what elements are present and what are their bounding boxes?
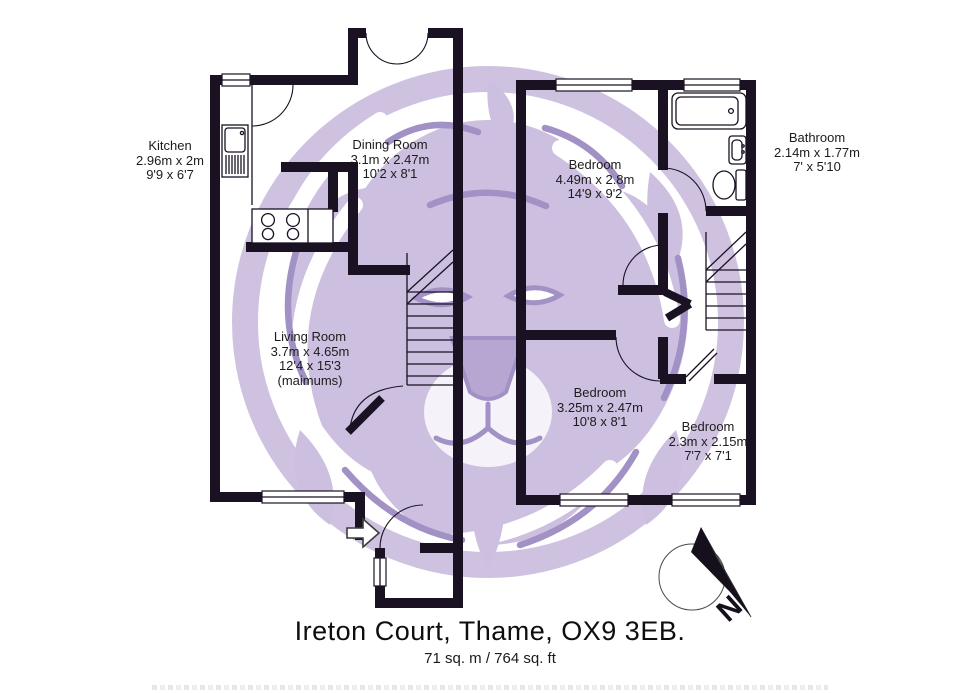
right-unit-doors: [615, 167, 718, 382]
front-door-arc: [379, 504, 424, 549]
room-name: Bedroom: [568, 157, 622, 172]
hob-burner: [260, 212, 276, 228]
right-unit-walls: [516, 80, 756, 505]
hob-burner: [261, 227, 275, 241]
bath-drain: [727, 107, 735, 115]
room-metric: 2.14m x 1.77m: [774, 144, 860, 160]
room-imperial: 7' x 5'10: [793, 159, 841, 174]
room-name: Bathroom: [788, 130, 846, 145]
french-door-arc-left: [365, 32, 398, 65]
room-metric: 3.1m x 2.47m: [350, 151, 430, 167]
room-imperial: 14'9 x 9'2: [567, 186, 623, 201]
room-label-bedroom-1: Bedroom 4.49m x 2.8m 14'9 x 9'2: [520, 157, 670, 202]
room-name: Bedroom: [573, 385, 627, 400]
left-unit-doors: [251, 32, 429, 549]
toilet-bowl: [712, 170, 736, 200]
bathtub-inner: [675, 96, 739, 126]
bathroom-fixtures: [671, 92, 747, 201]
room-metric: 3.7m x 4.65m: [270, 343, 350, 359]
room-metric: 4.49m x 2.8m: [555, 171, 635, 187]
french-door-arc-right: [396, 32, 429, 65]
room-label-bedroom-2: Bedroom 3.25m x 2.47m 10'8 x 8'1: [525, 385, 675, 430]
bathroom-door-arc: [662, 167, 707, 212]
room-label-bathroom: Bathroom 2.14m x 1.77m 7' x 5'10: [742, 130, 892, 175]
room-name: Kitchen: [148, 138, 192, 153]
room-name: Dining Room: [352, 137, 428, 152]
hob-burner: [285, 212, 301, 228]
room-metric: 3.25m x 2.47m: [557, 399, 643, 415]
kitchen-door-arc: [251, 84, 294, 127]
property-address: Ireton Court, Thame, OX9 3EB.: [294, 616, 686, 646]
small-bedroom-door-leaf: [685, 348, 718, 382]
understairs-door-arc: [349, 385, 404, 429]
room-metric: 2.3m x 2.15m: [668, 433, 748, 449]
room-imperial: 7'7 x 7'1: [684, 448, 732, 463]
right-stairs: [705, 231, 747, 331]
room-imperial: 9'9 x 6'7: [146, 167, 194, 182]
right-unit-windows: [555, 78, 741, 507]
drainer: [225, 155, 245, 174]
left-unit-windows: [221, 73, 387, 587]
tap-icon: [239, 130, 245, 136]
toilet-cistern: [735, 169, 747, 201]
kitchen-fixtures: [221, 85, 334, 244]
left-stairs: [406, 249, 454, 386]
microtext-strip: [152, 685, 828, 690]
back-bedroom-door-arc: [615, 336, 661, 382]
property-area: 71 sq. m / 764 sq. ft: [424, 650, 556, 667]
basin-bowl: [731, 139, 743, 161]
room-label-dining-room: Dining Room 3.1m x 2.47m 10'2 x 8'1: [315, 137, 465, 182]
room-label-bedroom-3: Bedroom 2.3m x 2.15m 7'7 x 7'1: [633, 419, 783, 464]
room-name: Living Room: [273, 329, 347, 344]
room-imperial: 10'2 x 8'1: [362, 166, 418, 181]
room-imperial: 12'4 x 15'3: [278, 358, 342, 373]
north-compass: N: [658, 527, 752, 628]
entrance-arrow-icon: [346, 517, 381, 549]
front-bedroom-door-arc: [622, 244, 664, 286]
room-label-kitchen: Kitchen 2.96m x 2m 9'9 x 6'7: [95, 138, 245, 183]
room-name: Bedroom: [681, 419, 735, 434]
lion-mane-strokes: [284, 121, 688, 549]
room-label-living-room: Living Room 3.7m x 4.65m 12'4 x 15'3 (ma…: [235, 329, 385, 388]
north-needle-icon: [691, 527, 751, 617]
room-note: (maimums): [277, 372, 343, 388]
hob-burner: [286, 227, 300, 241]
room-imperial: 10'8 x 8'1: [572, 414, 628, 429]
room-metric: 2.96m x 2m: [136, 152, 204, 168]
